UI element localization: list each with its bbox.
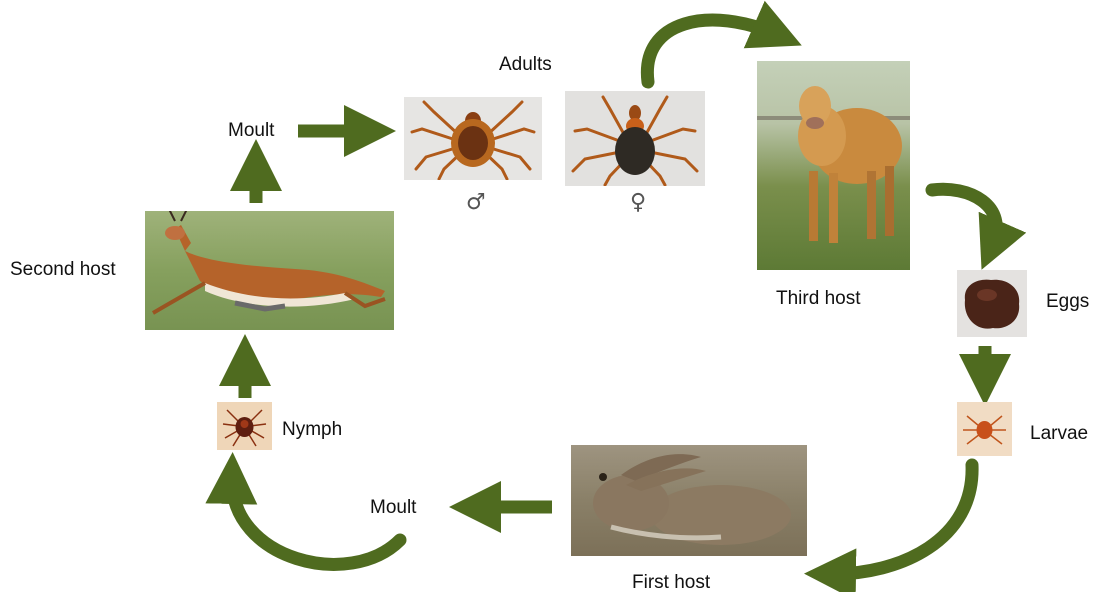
label-moult-top: Moult (228, 120, 274, 142)
female-symbol: ♀ (630, 190, 646, 215)
third-host-cow-image (757, 61, 910, 270)
label-nymph: Nymph (282, 419, 342, 441)
arrow-larvae-to-first-host (830, 465, 972, 574)
label-moult-bottom: Moult (370, 497, 416, 519)
male-symbol: ♂ (466, 190, 486, 215)
larva-icon (957, 402, 1012, 456)
eggs-icon (957, 270, 1027, 337)
male-tick-icon (404, 97, 542, 180)
arrow-moult-to-nymph (232, 478, 400, 564)
female-tick-icon (565, 91, 705, 186)
first-host-hare-image (571, 445, 807, 556)
male-tick-image (404, 97, 542, 180)
larvae-image (957, 402, 1012, 456)
arrow-third-host-to-eggs (932, 189, 996, 246)
eggs-image (957, 270, 1027, 337)
label-third-host: Third host (776, 288, 860, 310)
label-eggs: Eggs (1046, 291, 1089, 313)
label-larvae: Larvae (1030, 423, 1088, 445)
label-second-host: Second host (10, 259, 116, 281)
second-host-impala-image (145, 211, 394, 330)
cow-icon (757, 61, 910, 270)
label-adults: Adults (499, 54, 552, 76)
hare-icon (571, 445, 807, 556)
female-tick-image (565, 91, 705, 186)
nymph-image (217, 402, 272, 450)
impala-icon (145, 211, 394, 330)
nymph-icon (217, 402, 272, 450)
label-first-host: First host (632, 572, 710, 594)
